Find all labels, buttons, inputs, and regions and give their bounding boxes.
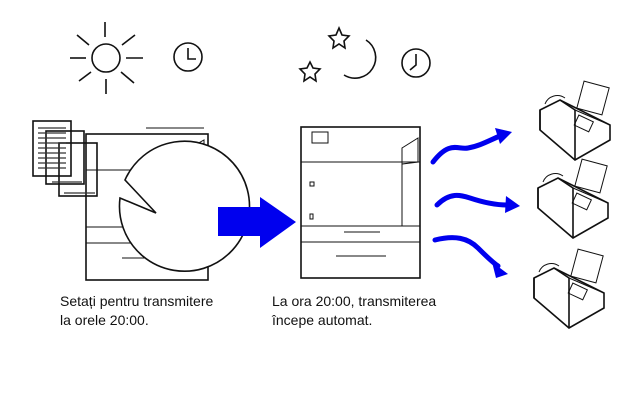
star-icon (327, 25, 351, 50)
transmission-arrow (432, 235, 508, 278)
moon-icon (343, 39, 377, 79)
clock-icon (401, 48, 431, 78)
step1-caption: Setați pentru transmitere la orele 20:00… (60, 292, 213, 330)
step1-line1: Setați pentru transmitere (60, 293, 214, 309)
step1-line2: la orele 20:00. (60, 312, 149, 328)
clock-icon (173, 42, 203, 72)
arrow-right-icon (218, 197, 296, 248)
sun-icon (70, 22, 143, 94)
step2-caption: La ora 20:00, transmiterea începe automa… (272, 292, 436, 330)
star-icon (298, 60, 322, 83)
copier-icon (300, 126, 421, 279)
transmission-arrow (434, 192, 520, 213)
step2-line1: La ora 20:00, transmiterea (272, 293, 437, 309)
fax-icon (539, 80, 611, 161)
document-stack-icon (32, 120, 251, 272)
step2-line2: începe automat. (272, 312, 373, 328)
transmission-arrow (430, 128, 512, 165)
